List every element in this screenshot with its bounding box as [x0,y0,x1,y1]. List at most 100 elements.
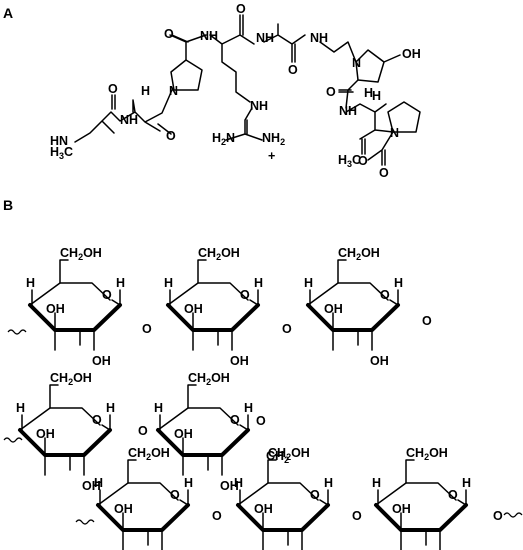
ring-o-label: O [310,488,320,502]
h-label: H [154,401,163,415]
substituent-bonds [239,459,329,550]
ch2-bridge-label-part: 2 [284,455,289,465]
ring-o-label-part: O [240,288,250,302]
ring-o-label: O [92,413,102,427]
ring-o-label-part: O [230,413,240,427]
nh5-label: NH [339,104,357,118]
ch2oh-label-part: 2 [424,452,429,462]
oh-label-part: OH [82,479,101,493]
h-label-part: H [184,476,193,490]
ring-o-label: O [170,488,180,502]
ring-top-bonds [375,482,457,506]
ch2oh-label-part: 2 [216,252,221,262]
h-label: H [324,476,333,490]
glycosidic-o-2-part: O [422,314,432,328]
glycosidic-o-5: O [212,509,222,523]
ring-front-bonds [306,303,400,332]
oh-label: OH [184,302,203,316]
ch2oh-label: CH2OH [338,246,380,262]
oh-label-part: OH [370,354,389,368]
substituent-bonds [309,259,399,351]
nh2-right-nh: NH [262,131,280,145]
ring-o-bond [389,299,399,306]
h-label: H [254,276,263,290]
ch2oh-label-part: 2 [206,377,211,387]
panel-label-a: A [3,5,13,21]
h-label: H [94,476,103,490]
ch2oh-label-part: 2 [356,252,361,262]
glycosidic-o-1: O [282,322,292,336]
ring-top-bonds [97,482,179,506]
ch2oh-label-part: 2 [146,452,151,462]
ch2oh-label: CH2OH [198,246,240,262]
h-label: H [244,401,253,415]
nh3-label: NH [256,31,274,45]
h-label-part: H [372,476,381,490]
h-label: H [26,276,35,290]
nh1-label: NH [120,113,138,127]
ring-o-label-part: O [92,413,102,427]
o-label-2: O [166,129,176,143]
oh-label-part: OH [46,302,65,316]
ch2oh-label-part: OH [211,371,230,385]
oh-label-part: OH [392,502,411,516]
ch2oh-label-part: CH [188,371,206,385]
ring-o-bond [111,299,121,306]
substituent-bonds [31,259,121,351]
h-label-part: H [254,276,263,290]
h-label: H [16,401,25,415]
ch2oh-label-part: OH [73,371,92,385]
o-label-5: O [288,63,298,77]
glycosidic-o-7: O [493,509,503,523]
oh-label: OH [370,354,389,368]
ch2-bridge-label-part: CH [266,449,284,463]
h3c-c: C [64,145,73,159]
glycosidic-o-6: O [352,509,362,523]
ch2oh-label: CH2OH [406,446,448,462]
oh-label-part: OH [254,502,273,516]
oh-label-part: OH [230,354,249,368]
ch2oh-label-part: 2 [68,377,73,387]
h-label: H [394,276,403,290]
substituent-bonds [377,459,467,550]
ring-front-bonds [96,503,190,532]
ring-front-bonds [28,303,122,332]
h2n-n: N [226,131,235,145]
ch2oh-label-part: CH [50,371,68,385]
ring-o-bond [319,499,329,506]
oh-label-part: OH [174,427,193,441]
oh-label: OH [82,479,101,493]
oh-label: OH [46,302,65,316]
nh-terminal-label: HN [50,134,68,148]
ring-o-label-part: O [310,488,320,502]
h-gly2-label: H [364,86,373,100]
oh-label-part: OH [220,479,239,493]
ring-o-bond [101,424,111,431]
ch2oh-label-part: 2 [78,252,83,262]
ring-top-bonds [167,282,249,306]
nh-gua-label: NH [250,99,268,113]
glycosidic-o-5-part: O [212,509,222,523]
h-label: H [372,476,381,490]
ring-o-bond [457,499,467,506]
ring-o-label-part: O [448,488,458,502]
ch2oh-label-part: CH [198,246,216,260]
ring-o-label: O [102,288,112,302]
o-label-8: O [379,166,389,180]
ring-top-bonds [307,282,389,306]
substituent-bonds [99,459,189,550]
oh-label-part: OH [114,502,133,516]
chain-end-wavy-bond [503,512,523,518]
ring-top-bonds [29,282,111,306]
n-pro-label: N [169,84,178,98]
h-label: H [462,476,471,490]
ch2oh-label-part: CH [128,446,146,460]
h-label-part: H [234,476,243,490]
